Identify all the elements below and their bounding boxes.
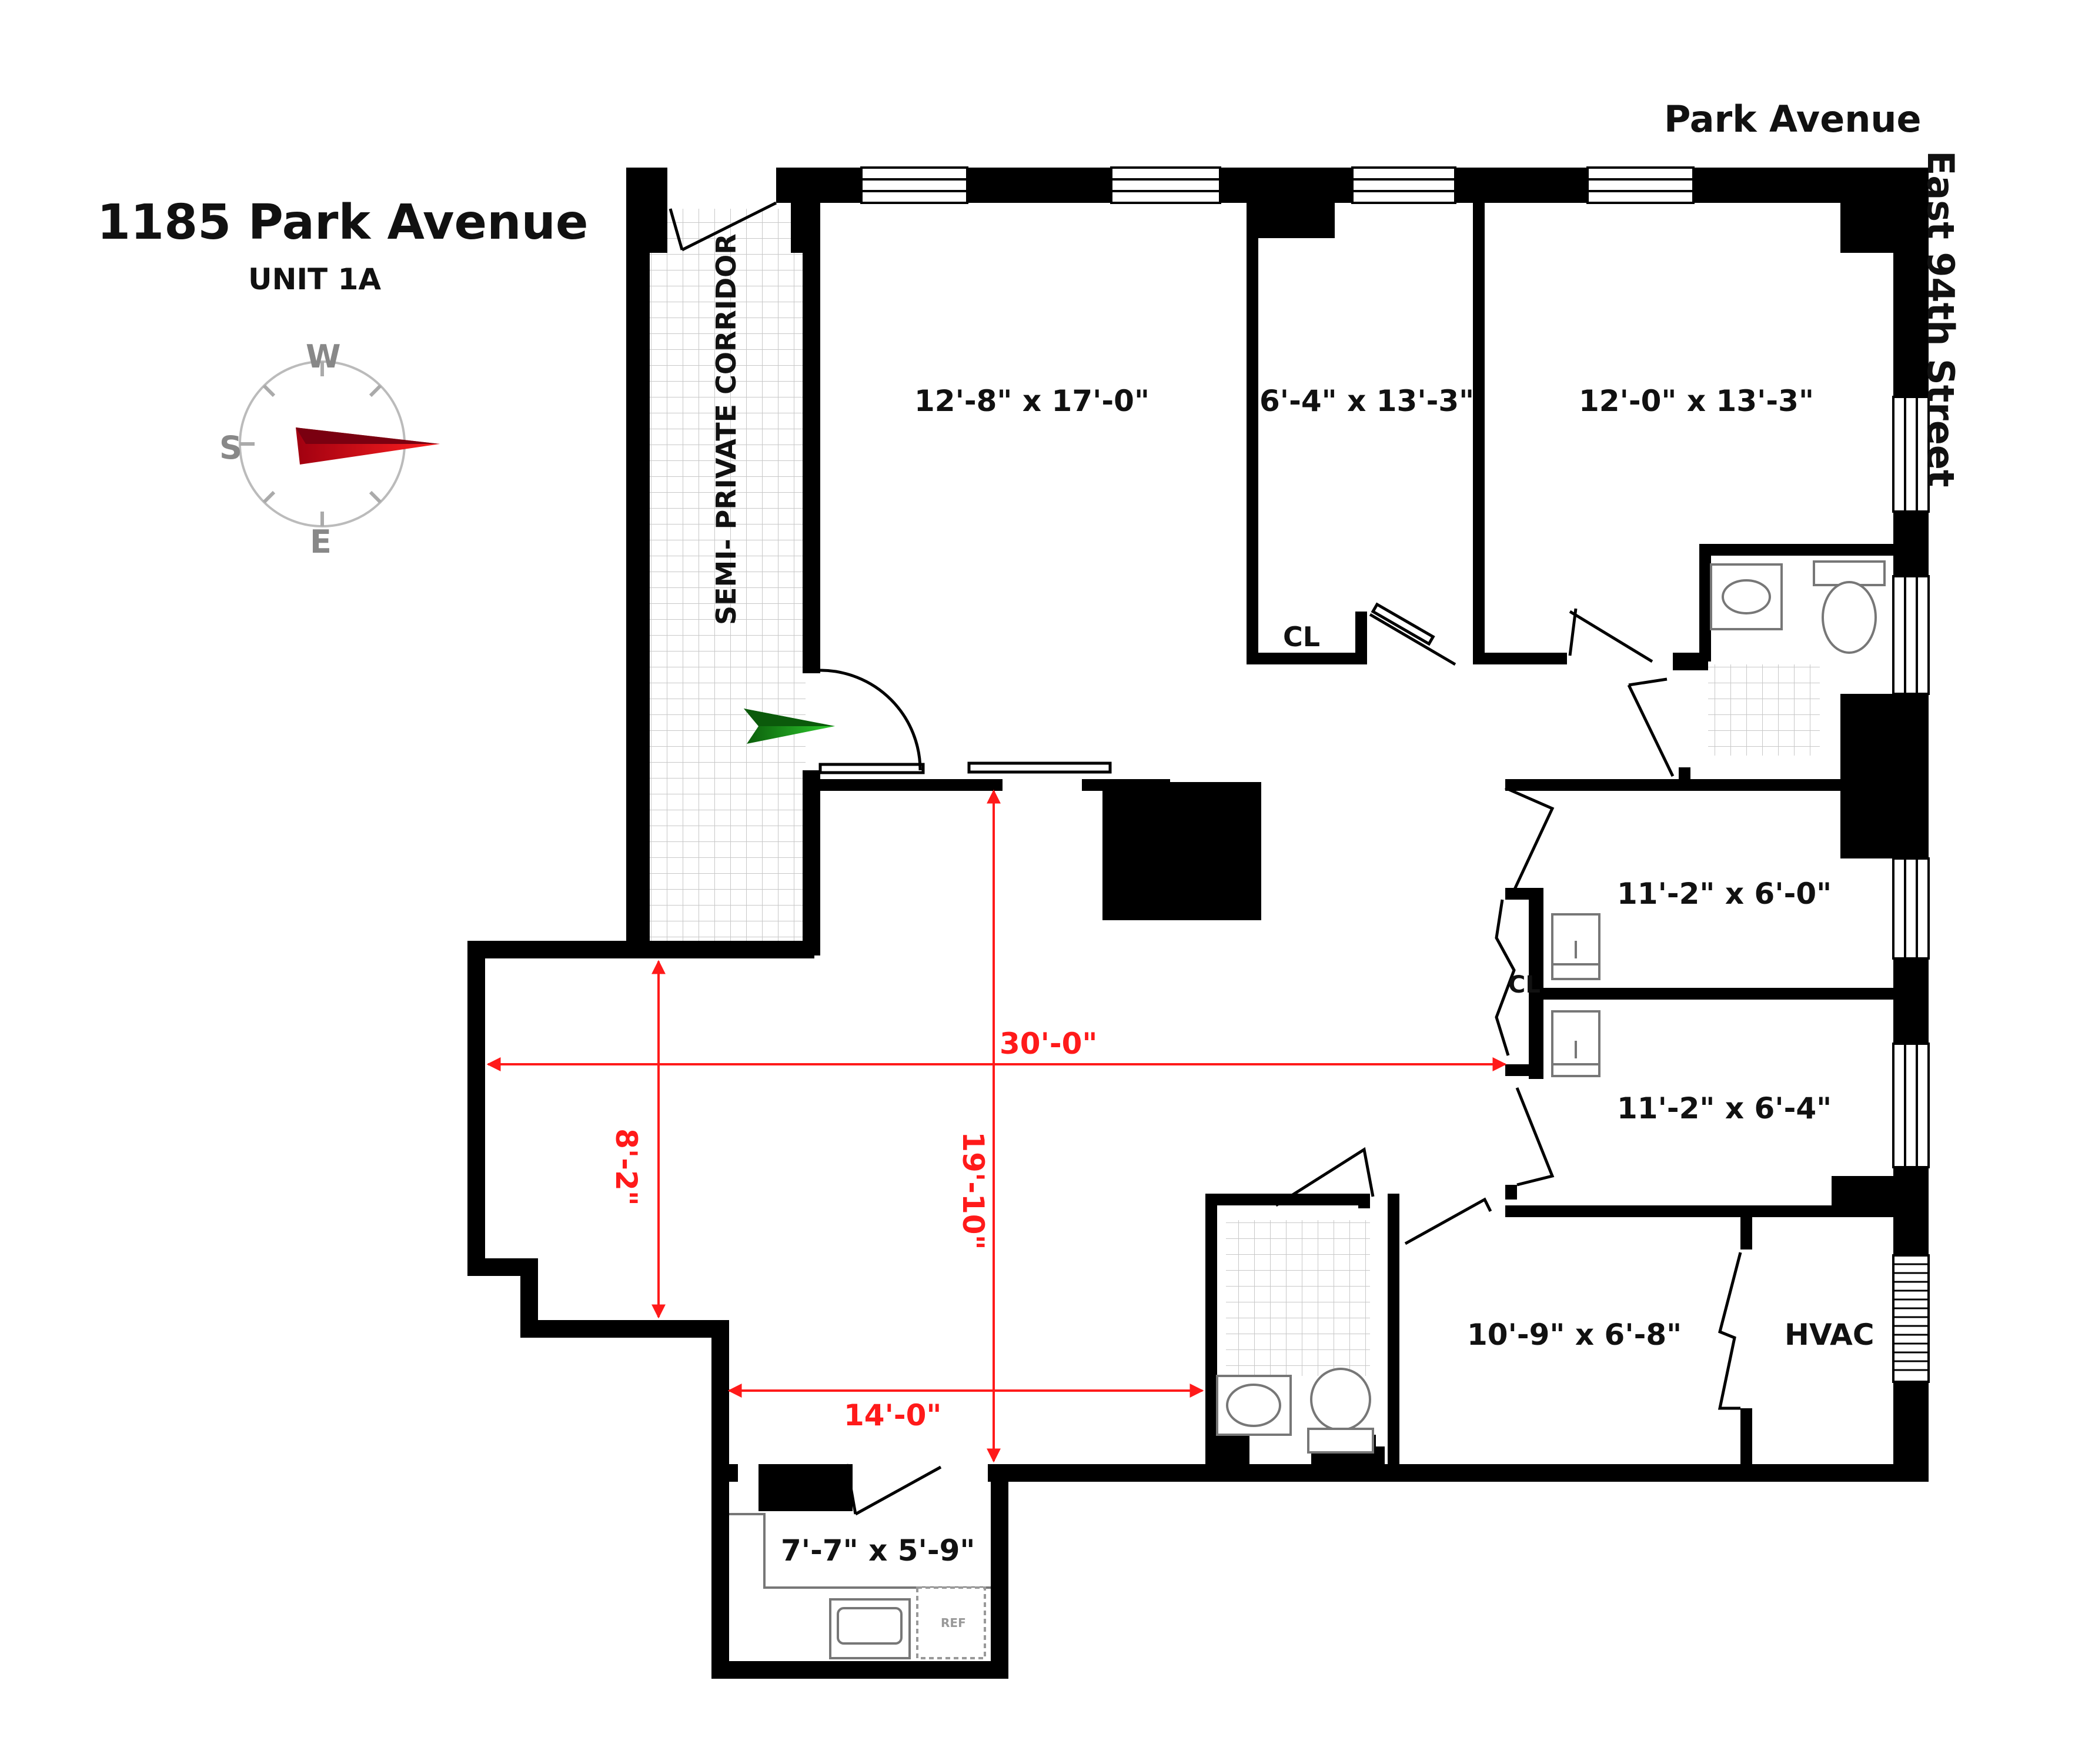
room-bedroom-corner: 12'-0" x 13'-3" bbox=[1579, 384, 1815, 418]
dimension-label-width-lower: 14'-0" bbox=[844, 1398, 942, 1432]
room-upper-right: 11'-2" x 6'-0" bbox=[1617, 877, 1832, 911]
entry-arrow-icon bbox=[744, 709, 835, 744]
street-east: East 94th Street bbox=[1919, 151, 1962, 487]
room-hvac: HVAC bbox=[1785, 1318, 1874, 1352]
street-north: Park Avenue bbox=[1664, 98, 1922, 141]
dimension-label-height-main: 19'-10" bbox=[956, 1131, 990, 1250]
interior-walls bbox=[803, 168, 1905, 1482]
doors bbox=[669, 201, 1742, 1516]
closet-label-2: CL bbox=[1508, 971, 1541, 998]
compass bbox=[239, 360, 440, 527]
room-living-north: 12'-8" x 17'-0" bbox=[914, 384, 1150, 418]
exterior-walls bbox=[467, 168, 1929, 1679]
fixtures bbox=[729, 560, 1886, 1659]
page-title: 1185 Park Avenue bbox=[97, 195, 589, 250]
unit-label: UNIT 1A bbox=[248, 262, 382, 296]
refrigerator-label: REF bbox=[941, 1616, 966, 1630]
dimension-label-height-left: 8'-2" bbox=[609, 1128, 643, 1206]
toilet-icon bbox=[1310, 1368, 1371, 1431]
room-kitchen: 7'-7" x 5'-9" bbox=[781, 1534, 975, 1568]
refrigerator-icon bbox=[916, 1586, 986, 1659]
compass-label-top: W bbox=[306, 338, 341, 375]
compass-label-bottom: E bbox=[310, 523, 332, 560]
window-louvers bbox=[1893, 1263, 1929, 1371]
room-lower-right: 11'-2" x 6'-4" bbox=[1617, 1091, 1832, 1125]
room-bottom: 10'-9" x 6'-8" bbox=[1467, 1318, 1682, 1352]
room-bedroom-small: 6'-4" x 13'-3" bbox=[1259, 384, 1475, 418]
windows bbox=[860, 166, 1930, 1383]
dimension-label-width-main: 30'-0" bbox=[1000, 1027, 1098, 1061]
toilet-icon bbox=[1822, 581, 1877, 654]
compass-label-left: S bbox=[219, 429, 242, 466]
toilet-tank-icon bbox=[1813, 560, 1886, 586]
corridor-label: SEMI- PRIVATE CORRIDOR bbox=[710, 233, 742, 625]
dimension-lines bbox=[486, 789, 1507, 1463]
closet-label-1: CL bbox=[1283, 621, 1321, 653]
tiled-floors bbox=[644, 209, 1820, 1376]
